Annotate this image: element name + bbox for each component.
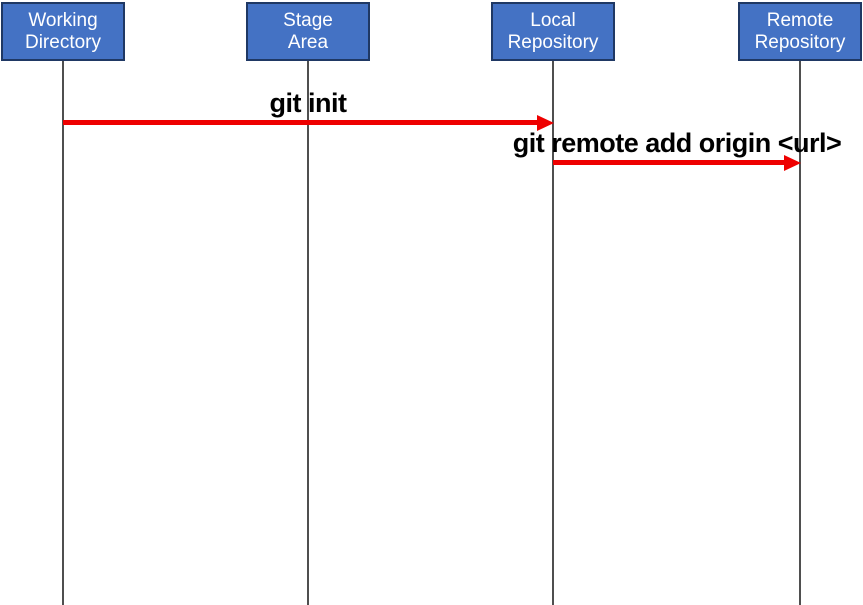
actor-working-directory: Working Directory [1,2,125,61]
actor-stage-area: Stage Area [246,2,370,61]
actor-label-line: Directory [24,31,101,53]
actor-remote-repository: Remote Repository [738,2,862,61]
lifeline-remote-repository [799,61,801,605]
actor-label-line: Working [28,9,98,31]
lifeline-local-repository [552,61,554,605]
actor-label-line: Remote [766,9,834,31]
arrowhead-icon [784,155,801,171]
lifeline-working-directory [62,61,64,605]
actor-label-line: Repository [754,31,846,53]
actor-label-line: Stage [283,9,333,31]
actor-label-line: Repository [507,31,599,53]
arrowhead-icon [537,115,554,131]
message-label-git-init: git init [269,88,347,118]
lifeline-stage-area [307,61,309,605]
arrow-git-remote-add-origin [553,160,786,165]
actor-label-line: Local [530,9,576,31]
actor-label-line: Area [287,31,329,53]
arrow-git-init [63,120,541,125]
message-label-git-remote-add-origin: git remote add origin <url> [512,128,842,158]
actor-local-repository: Local Repository [491,2,615,61]
